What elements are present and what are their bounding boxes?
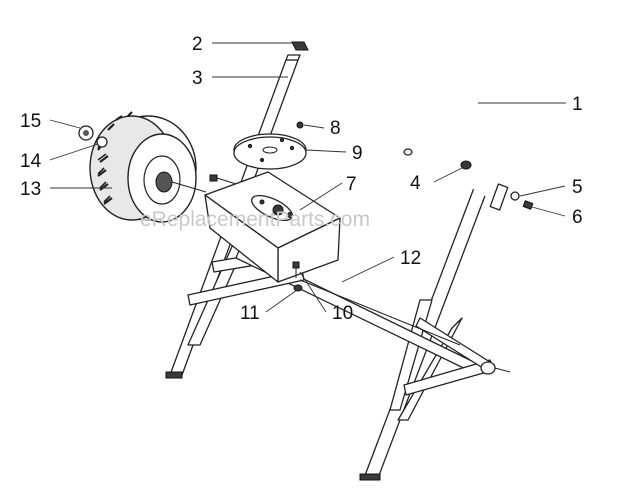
callout-12: 12 [400, 248, 421, 269]
bolt-10 [292, 261, 300, 278]
screw-6 [522, 200, 534, 210]
bolt-platform [209, 174, 237, 185]
wheel [89, 111, 207, 223]
screw-8 [296, 121, 304, 129]
callout-10: 10 [332, 303, 353, 324]
callout-13: 13 [20, 179, 41, 200]
mounting-platform [204, 171, 341, 283]
handle-bar [403, 89, 547, 211]
callout-15: 15 [20, 111, 41, 132]
callout-2: 2 [192, 34, 203, 55]
washer-5 [510, 191, 520, 201]
hub-washer [96, 136, 108, 148]
hub-cap [78, 125, 94, 141]
callout-3: 3 [192, 68, 203, 89]
leader-lines [49, 42, 566, 313]
watermark-text: eReplacementParts.com [140, 208, 370, 231]
callout-5: 5 [572, 177, 583, 198]
callout-4: 4 [410, 173, 421, 194]
nut-4 [460, 160, 472, 170]
nut-11 [293, 284, 303, 292]
callout-11: 11 [240, 303, 260, 324]
cap-plug [291, 41, 309, 51]
callout-7: 7 [346, 174, 357, 195]
callout-1: 1 [572, 94, 583, 115]
right-axle-end [480, 361, 511, 375]
callout-14: 14 [20, 151, 42, 172]
axle-rod [299, 279, 461, 346]
mounting-plate [233, 133, 307, 170]
callout-8: 8 [330, 118, 341, 139]
callout-9: 9 [352, 143, 363, 164]
callout-6: 6 [572, 207, 583, 228]
